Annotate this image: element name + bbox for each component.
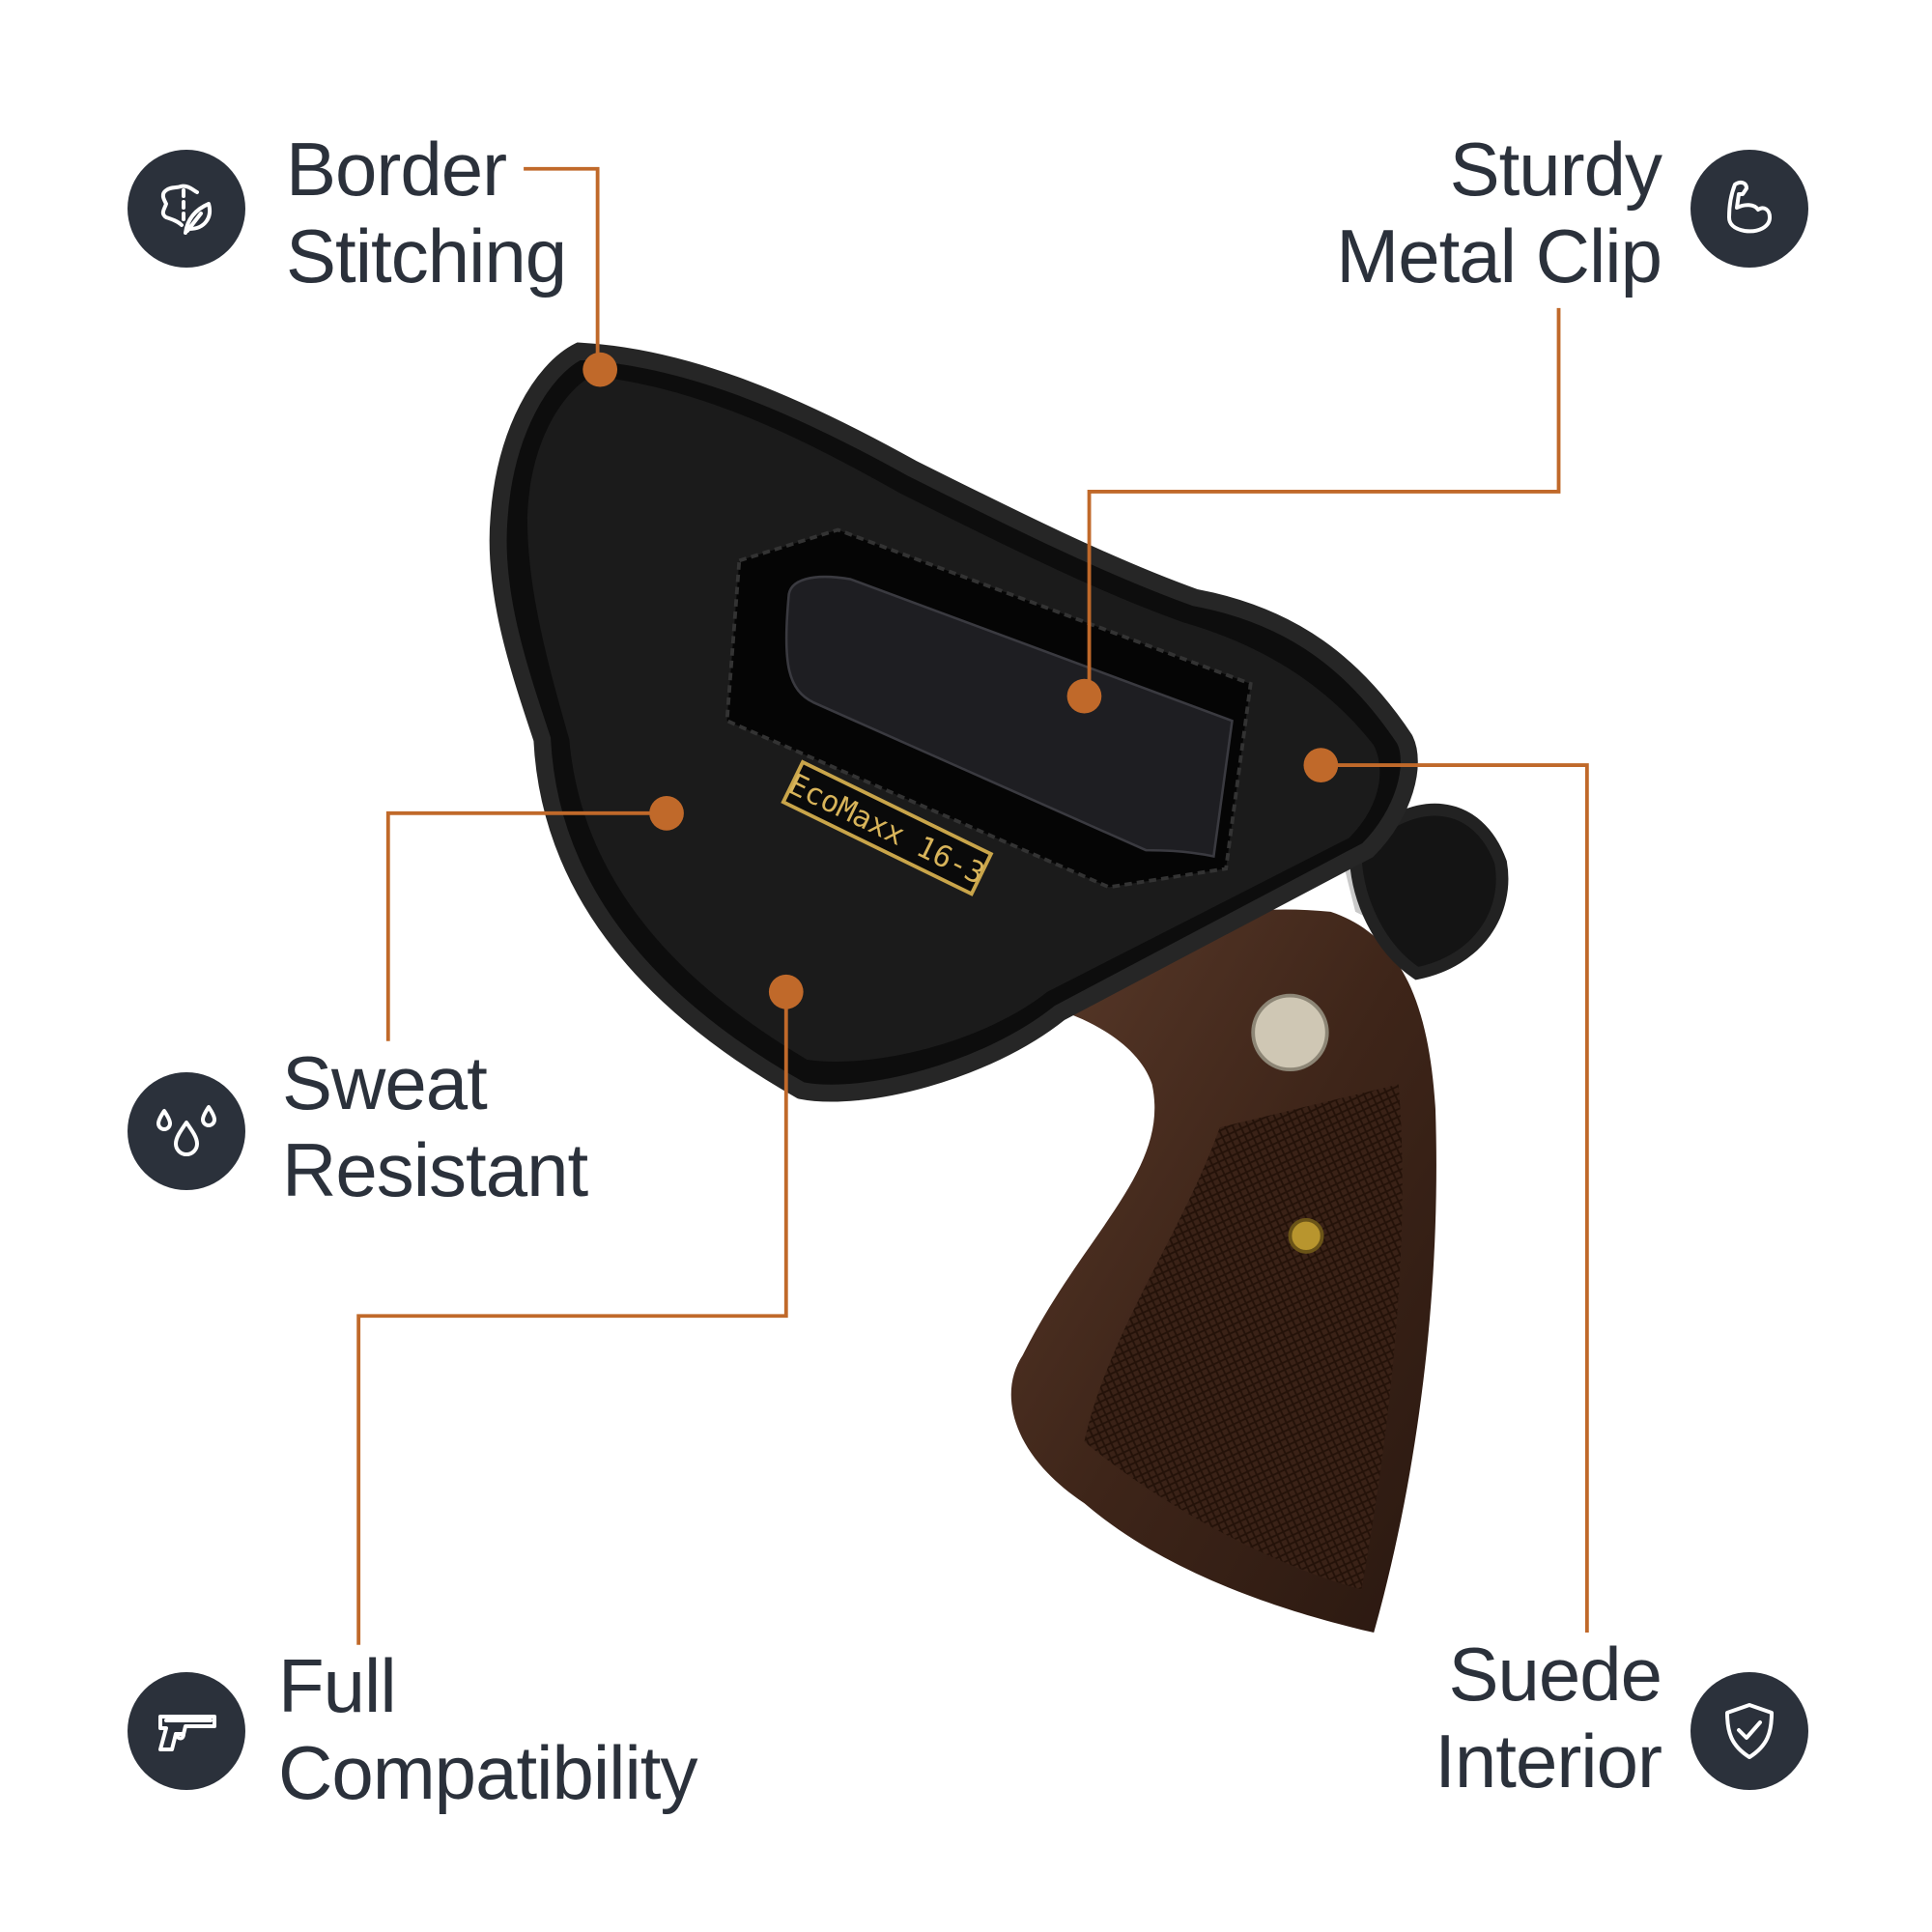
label-line: Interior [1435, 1719, 1662, 1804]
feature-sweat-resistant: Sweat Resistant [282, 1039, 588, 1213]
label-line: Metal Clip [1336, 213, 1662, 298]
dot-sweat-resistant [649, 795, 684, 831]
label-line: Stitching [286, 213, 567, 298]
grip-screw [1288, 1217, 1324, 1254]
callout-line-sturdy-metal-clip [1087, 307, 1561, 696]
dot-full-compatibility [768, 974, 804, 1009]
label-line: Border [286, 127, 507, 212]
dot-suede-interior [1303, 748, 1339, 782]
revolver-grip [1010, 862, 1436, 1634]
callout-line-full-compatibility [356, 991, 788, 1645]
callout-dots [582, 352, 1339, 1009]
label-line: Sturdy [1449, 127, 1662, 212]
flexed-arm-icon [1690, 150, 1808, 268]
leather-leaf-icon [128, 150, 245, 268]
callout-line-sweat-resistant [385, 810, 668, 1041]
callout-line-border-stitching [524, 166, 600, 370]
label-line: Suede [1448, 1632, 1662, 1717]
shield-check-icon [1690, 1672, 1808, 1790]
label-line: Resistant [282, 1127, 588, 1212]
label-line: Sweat [282, 1040, 488, 1125]
feature-suede-interior: Suede Interior [1435, 1631, 1662, 1804]
callout-line-suede-interior [1321, 763, 1589, 1634]
water-drops-icon [128, 1072, 245, 1190]
dot-border-stitching [582, 352, 618, 387]
medallion [1251, 993, 1329, 1072]
feature-full-compatibility: Full Compatibility [278, 1642, 697, 1816]
callout-lines [356, 166, 1589, 1645]
feature-border-stitching: Border Stitching [286, 126, 567, 299]
holster: EcoMaxx 16-3 [489, 342, 1509, 1102]
feature-sturdy-metal-clip: Sturdy Metal Clip [1336, 126, 1662, 299]
label-line: Full [278, 1643, 397, 1728]
metal-clip [784, 575, 1234, 858]
pistol-icon [128, 1672, 245, 1790]
label-line: Compatibility [278, 1730, 697, 1815]
dot-sturdy-metal-clip [1066, 678, 1102, 714]
